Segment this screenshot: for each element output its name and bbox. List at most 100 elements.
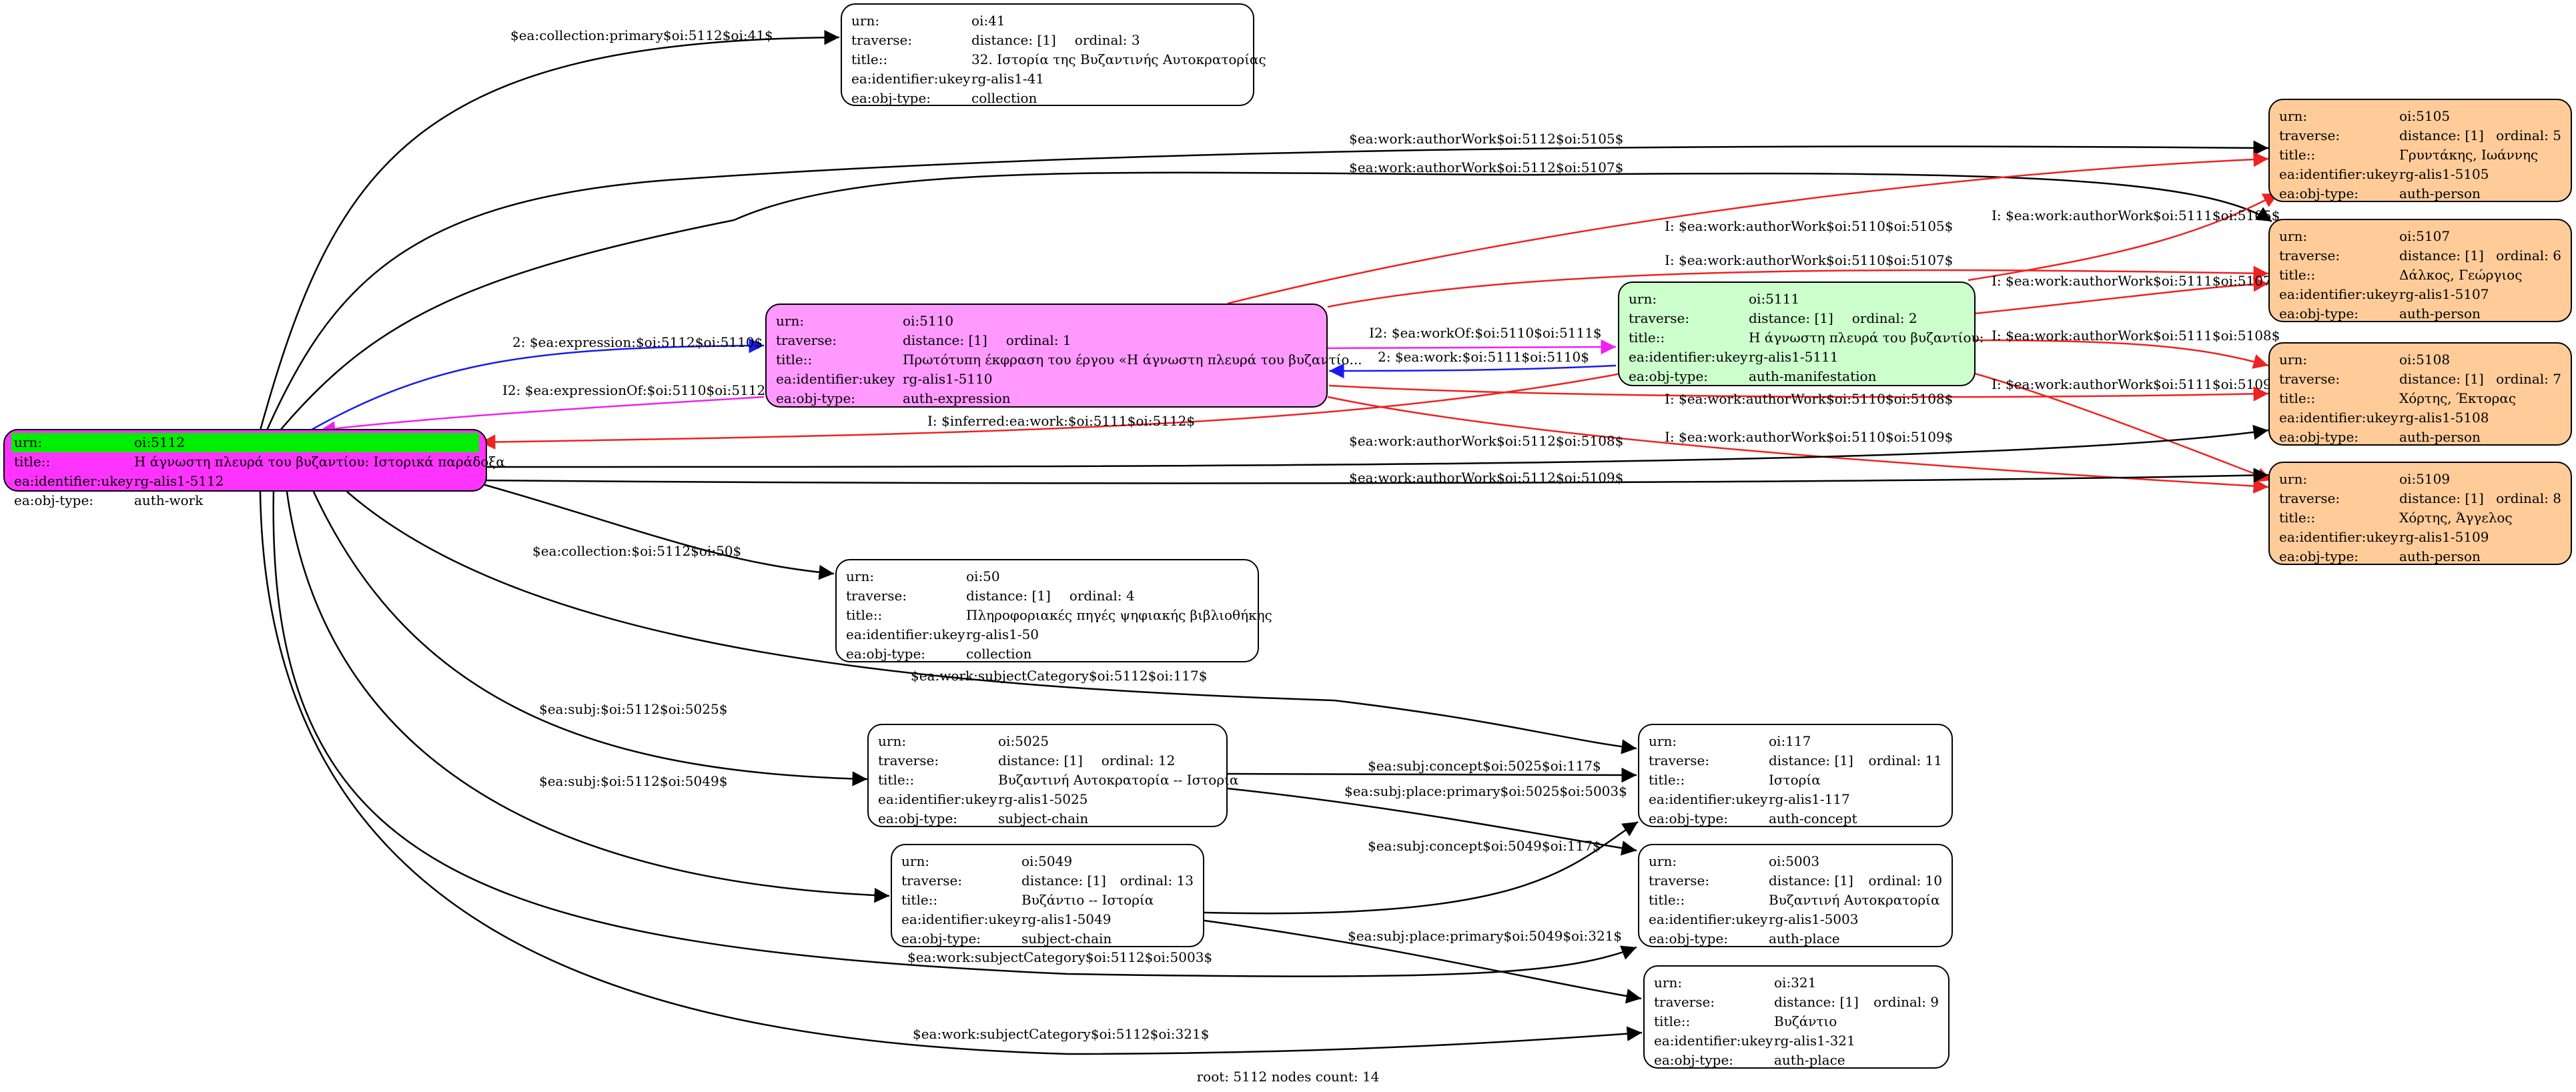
node-oi-5108[interactable]: urn:oi:5108 traverse:distance: [1]ordina…	[2268, 342, 2572, 446]
node-key-traverse: traverse:	[2279, 490, 2340, 506]
node-key-traverse: traverse:	[1629, 310, 1690, 326]
node-oi-5049[interactable]: urn:oi:5049 traverse:distance: [1]ordina…	[891, 844, 1204, 947]
node-key-ukey: ea:identifier:ukey	[1629, 349, 1748, 365]
node-title: Βυζαντινή Αυτοκρατορία -- Ιστορία	[998, 772, 1239, 788]
edge-label-e6: I: $ea:work:authorWork$oi:5110$oi:5107$	[1665, 252, 1953, 268]
node-distance: distance: [1]	[2399, 371, 2484, 387]
node-distance: distance: [1]	[2399, 127, 2484, 143]
node-key-type: ea:obj-type:	[1649, 810, 1729, 827]
node-key-ukey: ea:identifier:ukey	[1649, 791, 1768, 807]
edge-5110-5108	[1328, 384, 2269, 402]
node-ukey: rg-alis1-117	[1769, 791, 1850, 807]
edge-label-e11: 2: $ea:work:$oi:5111$oi:5110$	[1378, 349, 1589, 365]
node-oi-50[interactable]: urn:oi:50 traverse:distance: [1]ordinal:…	[835, 559, 1272, 662]
node-urn: oi:5109	[2399, 471, 2451, 487]
node-title: Βυζαντινή Αυτοκρατορία	[1769, 892, 1940, 908]
edge-5110-5112	[320, 396, 765, 436]
node-key-traverse: traverse:	[2279, 127, 2340, 143]
node-key-traverse: traverse:	[1649, 752, 1710, 768]
node-type: auth-person	[2399, 306, 2481, 322]
node-key-traverse: traverse:	[901, 873, 963, 889]
node-urn: oi:5049	[1021, 853, 1073, 869]
edge-5112-5108	[480, 424, 2269, 468]
node-key-traverse: traverse:	[1654, 994, 1715, 1010]
node-ordinal: ordinal: 11	[1868, 752, 1942, 768]
node-key-type: ea:obj-type:	[1649, 931, 1729, 947]
edge-5110-5111	[1327, 339, 1617, 355]
node-key-ukey: ea:identifier:ukey	[14, 473, 133, 489]
node-key-title: title::	[1654, 1013, 1691, 1029]
node-key-ukey: ea:identifier:ukey	[1654, 1033, 1773, 1049]
node-type: auth-expression	[903, 390, 1011, 406]
node-key-urn: urn:	[1649, 733, 1677, 749]
node-key-ukey: ea:identifier:ukey	[2279, 286, 2399, 302]
node-title: Πρωτότυπη έκφραση του έργου «Η άγνωστη π…	[903, 352, 1362, 368]
edge-5049-321	[1204, 919, 1642, 1004]
node-ordinal: ordinal: 3	[1074, 32, 1140, 48]
node-key-urn: urn:	[2279, 228, 2308, 244]
node-title: 32. Ιστορία της Βυζαντινής Αυτοκρατορίας	[971, 51, 1266, 67]
node-urn: oi:50	[966, 568, 1000, 584]
node-oi-5025[interactable]: urn:oi:5025 traverse:distance: [1]ordina…	[867, 724, 1238, 827]
node-key-urn: urn:	[846, 568, 875, 584]
node-key-traverse: traverse:	[2279, 371, 2340, 387]
edge-label-e18: $ea:work:authorWork$oi:5112$oi:5109$	[1349, 470, 1623, 486]
node-key-traverse: traverse:	[851, 32, 913, 48]
node-key-traverse: traverse:	[2279, 247, 2340, 263]
node-key-title: title::	[2279, 390, 2316, 406]
edge-label-e22: $ea:subj:concept$oi:5025$oi:117$	[1368, 758, 1601, 774]
node-ordinal: ordinal: 9	[1873, 994, 1939, 1010]
edge-label-e8: I: $ea:work:authorWork$oi:5111$oi:5108$	[1992, 328, 2280, 344]
node-key-ukey: ea:identifier:ukey	[878, 791, 997, 807]
node-urn: oi:321	[1774, 975, 1817, 991]
node-oi-321[interactable]: urn:oi:321 traverse:distance: [1]ordinal…	[1643, 965, 1950, 1069]
edge-label-e14: I: $ea:work:authorWork$oi:5110$oi:5108$	[1665, 391, 1953, 407]
node-key-urn: urn:	[2279, 471, 2308, 487]
node-oi-5112[interactable]: urn:oi:5112 title::Η άγνωστη πλευρά του …	[3, 429, 505, 508]
node-type: collection	[966, 646, 1032, 662]
edge-label-e27: $ea:work:subjectCategory$oi:5112$oi:5003…	[907, 949, 1212, 965]
node-oi-5109[interactable]: urn:oi:5109 traverse:distance: [1]ordina…	[2268, 462, 2572, 565]
edge-label-e13: I: $ea:work:authorWork$oi:5111$oi:5109$	[1992, 376, 2280, 392]
edge-5111-5107	[1974, 276, 2269, 315]
node-oi-5105[interactable]: urn:oi:5105 traverse:distance: [1]ordina…	[2268, 99, 2572, 202]
node-key-urn: urn:	[2279, 108, 2308, 124]
node-oi-41[interactable]: urn:oi:41 traverse:distance: [1]ordinal:…	[841, 3, 1266, 106]
edge-label-e7: I: $ea:work:authorWork$oi:5111$oi:5107$	[1992, 273, 2280, 289]
node-distance: distance: [1]	[966, 588, 1051, 604]
node-type: auth-person	[2399, 548, 2481, 564]
node-title: Ιστορία	[1769, 772, 1821, 788]
node-key-title: title::	[1629, 330, 1665, 346]
node-key-ukey: ea:identifier:ukey	[851, 71, 971, 87]
node-ordinal: ordinal: 6	[2496, 247, 2561, 263]
node-key-urn: urn:	[1629, 291, 1657, 307]
node-key-title: title::	[2279, 510, 2316, 526]
edge-label-e15: I: $inferred:ea:work:$oi:5111$oi:5112$	[927, 413, 1195, 429]
node-ukey: rg-alis1-5109	[2399, 529, 2489, 545]
node-key-ukey: ea:identifier:ukey	[776, 371, 895, 387]
node-oi-5111[interactable]: urn:oi:5111 traverse:distance: [1]ordina…	[1618, 282, 1984, 386]
node-type: auth-person	[2399, 185, 2481, 201]
node-key-urn: urn:	[1649, 853, 1677, 869]
node-oi-5110[interactable]: urn:oi:5110 traverse:distance: [1]ordina…	[765, 304, 1362, 408]
node-ordinal: ordinal: 4	[1069, 588, 1135, 604]
node-key-title: title::	[851, 51, 888, 67]
node-key-type: ea:obj-type:	[901, 931, 981, 947]
node-ordinal: ordinal: 2	[1851, 310, 1917, 326]
node-ukey: rg-alis1-321	[1774, 1033, 1855, 1049]
edge-label-e4: I: $ea:work:authorWork$oi:5110$oi:5105$	[1665, 218, 1953, 234]
node-oi-5107[interactable]: urn:oi:5107 traverse:distance: [1]ordina…	[2268, 219, 2572, 322]
edge-5112-5109	[480, 468, 2269, 484]
edge-label-e1: $ea:collection:primary$oi:5112$oi:41$	[510, 27, 773, 43]
node-key-title: title::	[776, 352, 813, 368]
edge-label-e26: $ea:subj:place:primary$oi:5049$oi:321$	[1348, 928, 1622, 944]
node-distance: distance: [1]	[1769, 752, 1853, 768]
node-ukey: rg-alis1-5107	[2399, 286, 2489, 302]
node-distance: distance: [1]	[1769, 873, 1853, 889]
node-key-title: title::	[1649, 892, 1685, 908]
node-urn: oi:5108	[2399, 352, 2451, 368]
edge-5112-5110	[306, 338, 765, 434]
node-oi-117[interactable]: urn:oi:117 traverse:distance: [1]ordinal…	[1638, 724, 1953, 827]
node-oi-5003[interactable]: urn:oi:5003 traverse:distance: [1]ordina…	[1638, 844, 1953, 947]
